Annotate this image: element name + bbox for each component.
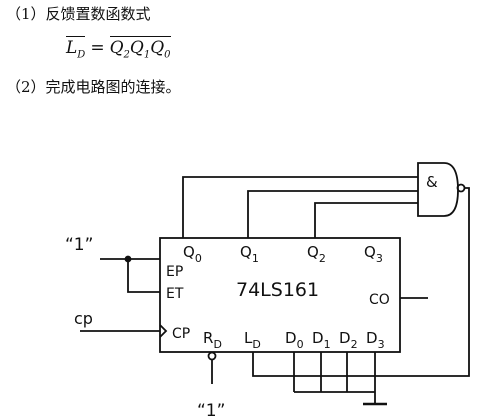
pin-rd: RD <box>203 329 222 351</box>
formula-q0-sub: 0 <box>164 49 171 61</box>
wire-q1-to-gate <box>247 190 418 238</box>
junction-ep-et <box>124 255 132 263</box>
formula-q2: Q <box>109 38 124 58</box>
question-2-number: （2） <box>6 78 46 96</box>
wire-q0-to-gate <box>182 176 418 238</box>
formula-q2-sub: 2 <box>123 49 130 61</box>
pin-q0: Q0 <box>183 243 202 265</box>
wire-q2-to-gate <box>314 202 418 238</box>
formula-equals: = <box>90 38 105 58</box>
and-gate-body <box>417 162 459 217</box>
pin-d2: D2 <box>339 329 358 351</box>
formula-q1: Q <box>129 38 144 58</box>
pin-q1: Q1 <box>240 243 259 265</box>
label-one-rd: “1” <box>197 401 225 420</box>
feedback-formula: LD=Q2Q1Q0 <box>66 36 171 60</box>
question-2: （2）完成电路图的连接。 <box>6 76 181 97</box>
label-one-ep: “1” <box>65 235 93 255</box>
formula-lhs: LD <box>66 36 86 61</box>
chip-74ls161-body <box>159 237 401 353</box>
formula-lhs-sub: D <box>77 49 86 61</box>
chip-name: 74LS161 <box>236 279 319 301</box>
clock-edge-marker <box>159 324 168 338</box>
pin-d0: D0 <box>285 329 304 351</box>
and-gate-inversion-bubble <box>456 183 466 193</box>
formula-q1-sub: 1 <box>143 49 151 61</box>
question-1: （1）反馈置数函数式 <box>6 3 151 24</box>
formula-lhs-var: L <box>66 38 78 58</box>
question-2-text: 完成电路图的连接。 <box>45 78 181 96</box>
pin-ld: LD <box>244 329 261 351</box>
and-gate-symbol: & <box>426 173 438 191</box>
pin-et: ET <box>166 286 184 302</box>
rd-inversion-bubble <box>207 351 217 361</box>
question-1-number: （1） <box>6 5 46 23</box>
wire-ep-et-tie <box>127 259 160 293</box>
formula-rhs: Q2Q1Q0 <box>109 36 171 61</box>
pin-d3: D3 <box>366 329 385 351</box>
pin-d1: D1 <box>312 329 331 351</box>
pin-co: CO <box>369 292 390 308</box>
label-cp-signal: cp <box>74 309 93 328</box>
pin-q2: Q2 <box>307 243 326 265</box>
pin-cp: CP <box>172 326 190 342</box>
pin-q3: Q3 <box>364 243 383 265</box>
wire-gate-to-ld <box>252 187 470 377</box>
formula-q0: Q <box>150 38 165 58</box>
pin-ep: EP <box>166 264 183 280</box>
question-1-text: 反馈置数函数式 <box>45 5 151 23</box>
